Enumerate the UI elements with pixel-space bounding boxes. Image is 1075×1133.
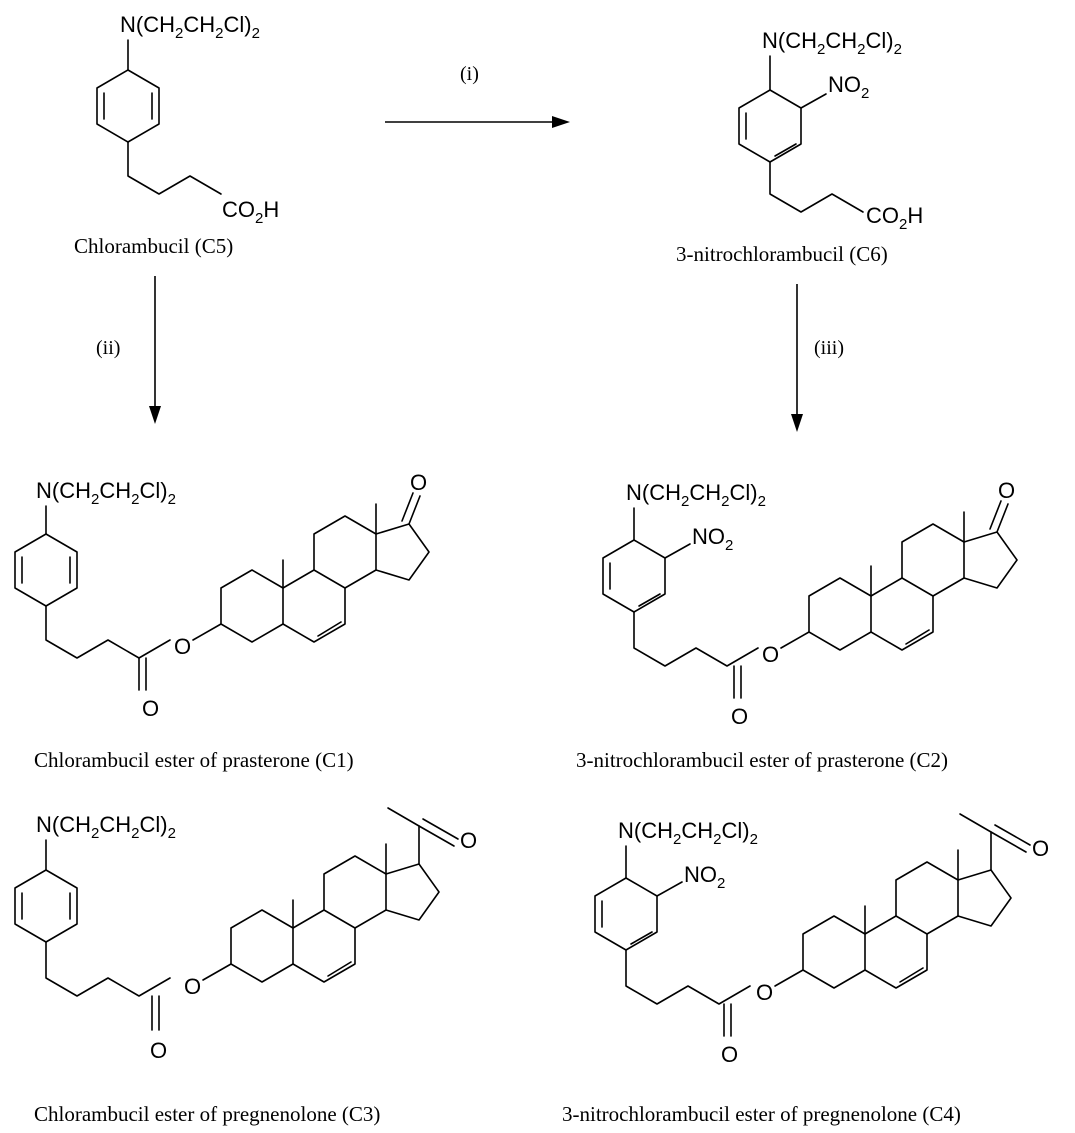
label-c3: Chlorambucil ester of pregnenolone (C3) [34,1102,380,1126]
svg-text:CO2H: CO2H [222,197,279,227]
arrow-iii: (iii) [791,284,844,432]
svg-text:O: O [460,828,477,853]
svg-text:NO2: NO2 [828,72,869,102]
svg-text:CO2H: CO2H [866,203,923,233]
svg-text:N(CH2CH2Cl)2: N(CH2CH2Cl)2 [120,12,260,42]
arrow-ii: (ii) [96,276,161,424]
label-c6: 3-nitrochlorambucil (C6) [676,242,888,266]
svg-text:N(CH2CH2Cl)2: N(CH2CH2Cl)2 [36,812,176,842]
arrow-i: (i) [385,63,570,128]
svg-text:NO2: NO2 [692,524,733,554]
compound-c2: N(CH2CH2Cl)2 NO2 O O O 3-nitrochlorambuc… [576,478,1018,772]
compound-c4: N(CH2CH2Cl)2 NO2 O O O 3-nitrochlorambuc… [562,813,1049,1126]
label-c4: 3-nitrochlorambucil ester of pregnenolon… [562,1102,961,1126]
svg-text:O: O [150,1038,167,1063]
compound-c5: N(CH2CH2Cl)2 CO2H Chlorambucil (C5) [74,12,279,258]
svg-text:O: O [721,1042,738,1067]
compound-c3: N(CH2CH2Cl)2 O O O Chlorambucil ester of… [14,807,477,1126]
svg-text:(iii): (iii) [814,337,844,359]
svg-text:O: O [142,696,159,721]
svg-text:N(CH2CH2Cl)2: N(CH2CH2Cl)2 [626,480,766,510]
svg-text:NO2: NO2 [684,862,725,892]
svg-text:O: O [998,478,1015,503]
label-c1: Chlorambucil ester of prasterone (C1) [34,748,354,772]
compound-c6: N(CH2CH2Cl)2 NO2 CO2H 3-nitrochlorambuci… [676,28,923,266]
svg-text:O: O [1032,836,1049,861]
svg-text:N(CH2CH2Cl)2: N(CH2CH2Cl)2 [36,478,176,508]
svg-text:O: O [756,980,773,1005]
label-c2: 3-nitrochlorambucil ester of prasterone … [576,748,948,772]
svg-text:N(CH2CH2Cl)2: N(CH2CH2Cl)2 [618,818,758,848]
svg-text:N(CH2CH2Cl)2: N(CH2CH2Cl)2 [762,28,902,58]
svg-text:(ii): (ii) [96,337,120,359]
compound-c1: N(CH2CH2Cl)2 O O O Chlorambucil ester of… [14,470,430,772]
svg-text:O: O [731,704,748,729]
svg-text:O: O [410,470,427,495]
svg-text:O: O [184,974,201,999]
svg-text:(i): (i) [460,63,479,85]
svg-text:O: O [762,642,779,667]
svg-text:O: O [174,634,191,659]
label-c5: Chlorambucil (C5) [74,234,233,258]
